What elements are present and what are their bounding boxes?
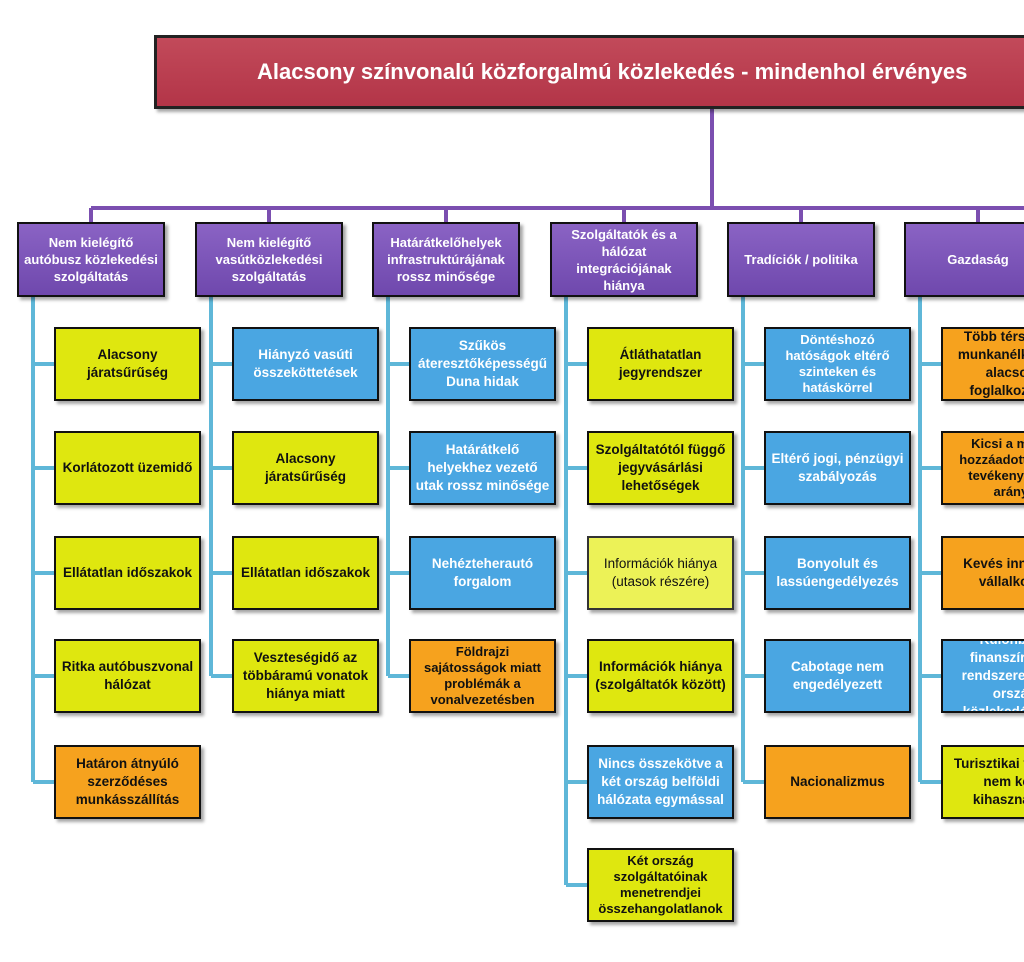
cause-box: Korlátozott üzemidő bbox=[54, 431, 201, 505]
cause-box: Turisztikai vonzerő nem kellő kihasználá… bbox=[941, 745, 1024, 819]
cause-box: Szűkös áteresztőképességű Duna hidak bbox=[409, 327, 556, 401]
cause-box: Földrajzi sajátosságok miatt problémák a… bbox=[409, 639, 556, 713]
cause-box: Alacsony járatsűrűség bbox=[232, 431, 379, 505]
cause-box: Nincs összekötve a két ország belföldi h… bbox=[587, 745, 734, 819]
cause-box: Különböző finanszírozási rendszerek a ké… bbox=[941, 639, 1024, 713]
cause-box: Információk hiánya (utasok részére) bbox=[587, 536, 734, 610]
cause-box: Hiányzó vasúti összeköttetések bbox=[232, 327, 379, 401]
cause-box: Határon átnyúló szerződéses munkásszállí… bbox=[54, 745, 201, 819]
cause-box: Cabotage nem engedélyezett bbox=[764, 639, 911, 713]
cause-box: Nacionalizmus bbox=[764, 745, 911, 819]
cause-box: Ellátatlan időszakok bbox=[54, 536, 201, 610]
cause-box: Több térségben munkanélküliség, alacsony… bbox=[941, 327, 1024, 401]
cause-box: Ritka autóbuszvonal hálózat bbox=[54, 639, 201, 713]
cause-box: Határátkelő helyekhez vezető utak rossz … bbox=[409, 431, 556, 505]
cause-box: Két ország szolgáltatóinak menetrendjei … bbox=[587, 848, 734, 922]
category-box: Gazdaság bbox=[904, 222, 1024, 297]
category-box: Tradíciók / politika bbox=[727, 222, 875, 297]
cause-box: Kevés innovatív vállalkozás bbox=[941, 536, 1024, 610]
cause-box: Veszteségidő az többáramú vonatok hiánya… bbox=[232, 639, 379, 713]
cause-box: Döntéshozó hatóságok eltérő szinteken és… bbox=[764, 327, 911, 401]
cause-box: Eltérő jogi, pénzügyi szabályozás bbox=[764, 431, 911, 505]
category-box: Nem kielégítő autóbusz közlekedési szolg… bbox=[17, 222, 165, 297]
category-box: Nem kielégítő vasútközlekedési szolgálta… bbox=[195, 222, 343, 297]
cause-box: Alacsony járatsűrűség bbox=[54, 327, 201, 401]
cause-box: Átláthatatlan jegyrendszer bbox=[587, 327, 734, 401]
cause-box: Bonyolult és lassúengedélyezés bbox=[764, 536, 911, 610]
cause-box: Információk hiánya (szolgáltatók között) bbox=[587, 639, 734, 713]
cause-box: Nehézteherautó forgalom bbox=[409, 536, 556, 610]
root-problem-title: Alacsony színvonalú közforgalmú közleked… bbox=[154, 35, 1024, 109]
cause-box: Ellátatlan időszakok bbox=[232, 536, 379, 610]
cause-box: Szolgáltatótól függő jegyvásárlási lehet… bbox=[587, 431, 734, 505]
cause-box: Kicsi a magas hozzáadott értékű tevékeny… bbox=[941, 431, 1024, 505]
category-box: Határátkelőhelyek infrastruktúrájának ro… bbox=[372, 222, 520, 297]
category-box: Szolgáltatók és a hálózat integrációjána… bbox=[550, 222, 698, 297]
